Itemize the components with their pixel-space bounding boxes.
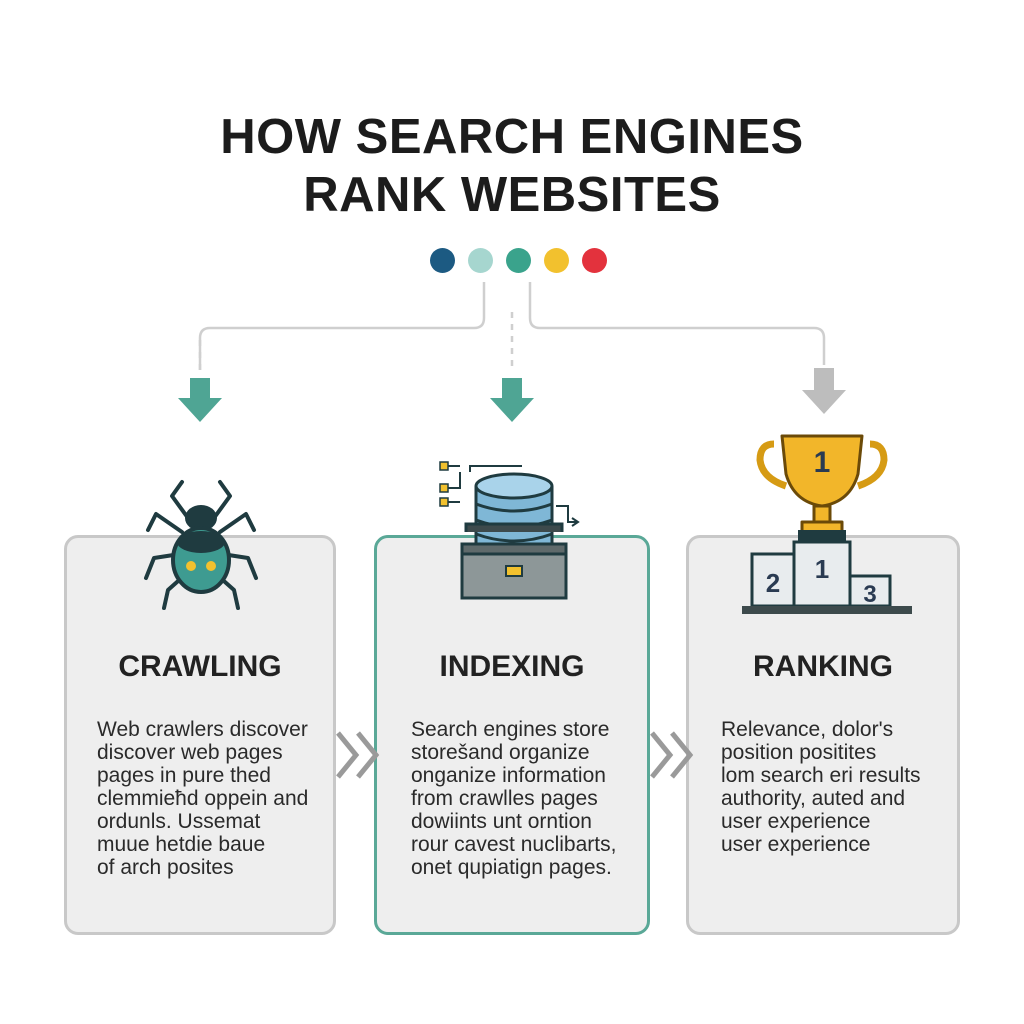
body-line: of arch posites [97,856,234,879]
spider-icon [144,480,258,610]
body-line: rour cavest nuclibarts, [411,833,617,856]
body-line: authority, auted and [721,787,906,810]
arrow-down-icon [490,378,534,422]
body-line: Relevance, dolor's [721,718,894,741]
connector-right [528,282,826,365]
body-line: user experience [721,810,871,833]
page-title: HOW SEARCH ENGINES RANK WEBSITES [0,108,1024,224]
body-line: position positites [721,741,877,764]
body-line: storešand organize [411,741,590,764]
body-line: Web crawlers discover [97,718,308,741]
card-title-ranking: RANKING [753,650,893,683]
body-line: ordunls. Ussemat [97,810,261,833]
body-line: pages in pure thed [97,764,271,787]
color-dot-yellow [544,248,569,273]
body-line: user experience [721,833,871,856]
body-line: discover web pages [97,741,283,764]
card-title-crawling: CRAWLING [118,650,282,683]
connector-left [198,282,486,370]
chevron-right-icon [650,731,694,779]
color-dot-mint [468,248,493,273]
arrow-down-icon [802,368,846,414]
chevron-right-icon [336,731,380,779]
database-icon [439,461,580,600]
title-line-1: HOW SEARCH ENGINES [220,110,804,164]
title-line-2: RANK WEBSITES [303,168,721,222]
body-line: dowiints unt orntion [411,810,592,833]
card-body-ranking: Relevance, dolor's position positites lo… [721,718,939,856]
body-line: clemmieћd oppein and [97,787,309,810]
body-line: Search engines store [411,718,610,741]
body-line: onet qupiatign pages. [411,856,612,879]
podium-first-label: 1 [815,554,829,584]
body-line: muue hetdie baue [97,833,266,856]
trophy-icon: 1 1 2 3 [742,434,912,614]
body-line: from crawlles pages [411,787,598,810]
color-dot-red [582,248,607,273]
card-title-indexing: INDEXING [439,650,585,683]
color-dots [430,248,607,273]
card-body-crawling: Web crawlers discover discover web pages… [97,718,315,879]
card-indexing: INDEXING Search engines store storešand … [374,535,650,935]
trophy-number: 1 [814,446,831,479]
body-line: lom search eri results [721,764,921,787]
color-dot-teal [506,248,531,273]
card-body-indexing: Search engines store storešand organize … [411,718,629,879]
podium-third-label: 3 [863,581,876,608]
color-dot-navy [430,248,455,273]
arrow-down-icon [178,378,222,422]
body-line: onganize information [411,764,606,787]
podium-second-label: 2 [766,568,780,598]
